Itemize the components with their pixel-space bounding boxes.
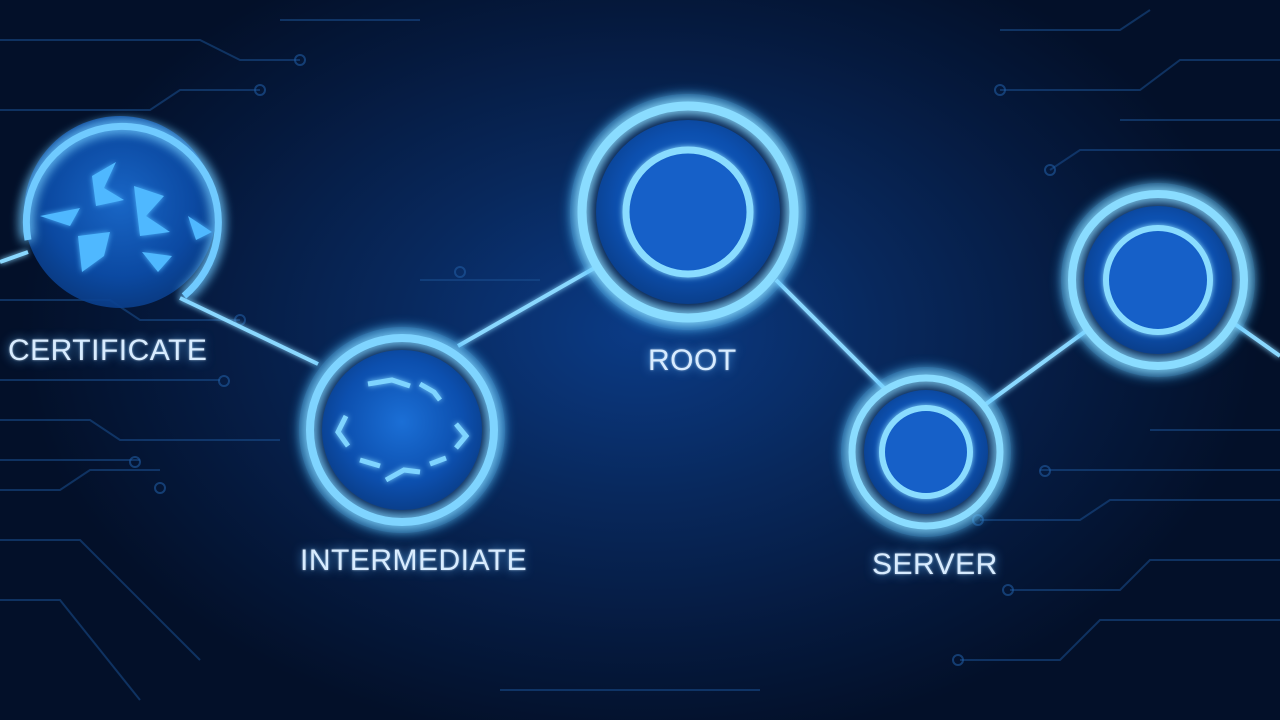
ring-icon [1103, 225, 1213, 335]
intermediate-label: INTERMEDIATE [300, 544, 528, 577]
circuit-pads [129, 54, 1056, 666]
unlabeled-node[interactable] [1061, 183, 1255, 377]
chain-connectors [0, 250, 1280, 406]
arrows-ring-icon [335, 377, 470, 483]
circuit-traces [0, 9, 1280, 701]
ring-icon [622, 146, 754, 278]
root-node[interactable] [570, 94, 806, 330]
ring-icon [879, 405, 973, 499]
server-node[interactable] [841, 367, 1011, 537]
certificate-node[interactable] [22, 116, 222, 308]
certificate-label: CERTIFICATE [8, 334, 208, 367]
root-label: ROOT [648, 344, 737, 377]
server-label: SERVER [872, 548, 998, 581]
broken-certificate-icon [40, 162, 212, 272]
intermediate-node[interactable] [299, 327, 505, 533]
